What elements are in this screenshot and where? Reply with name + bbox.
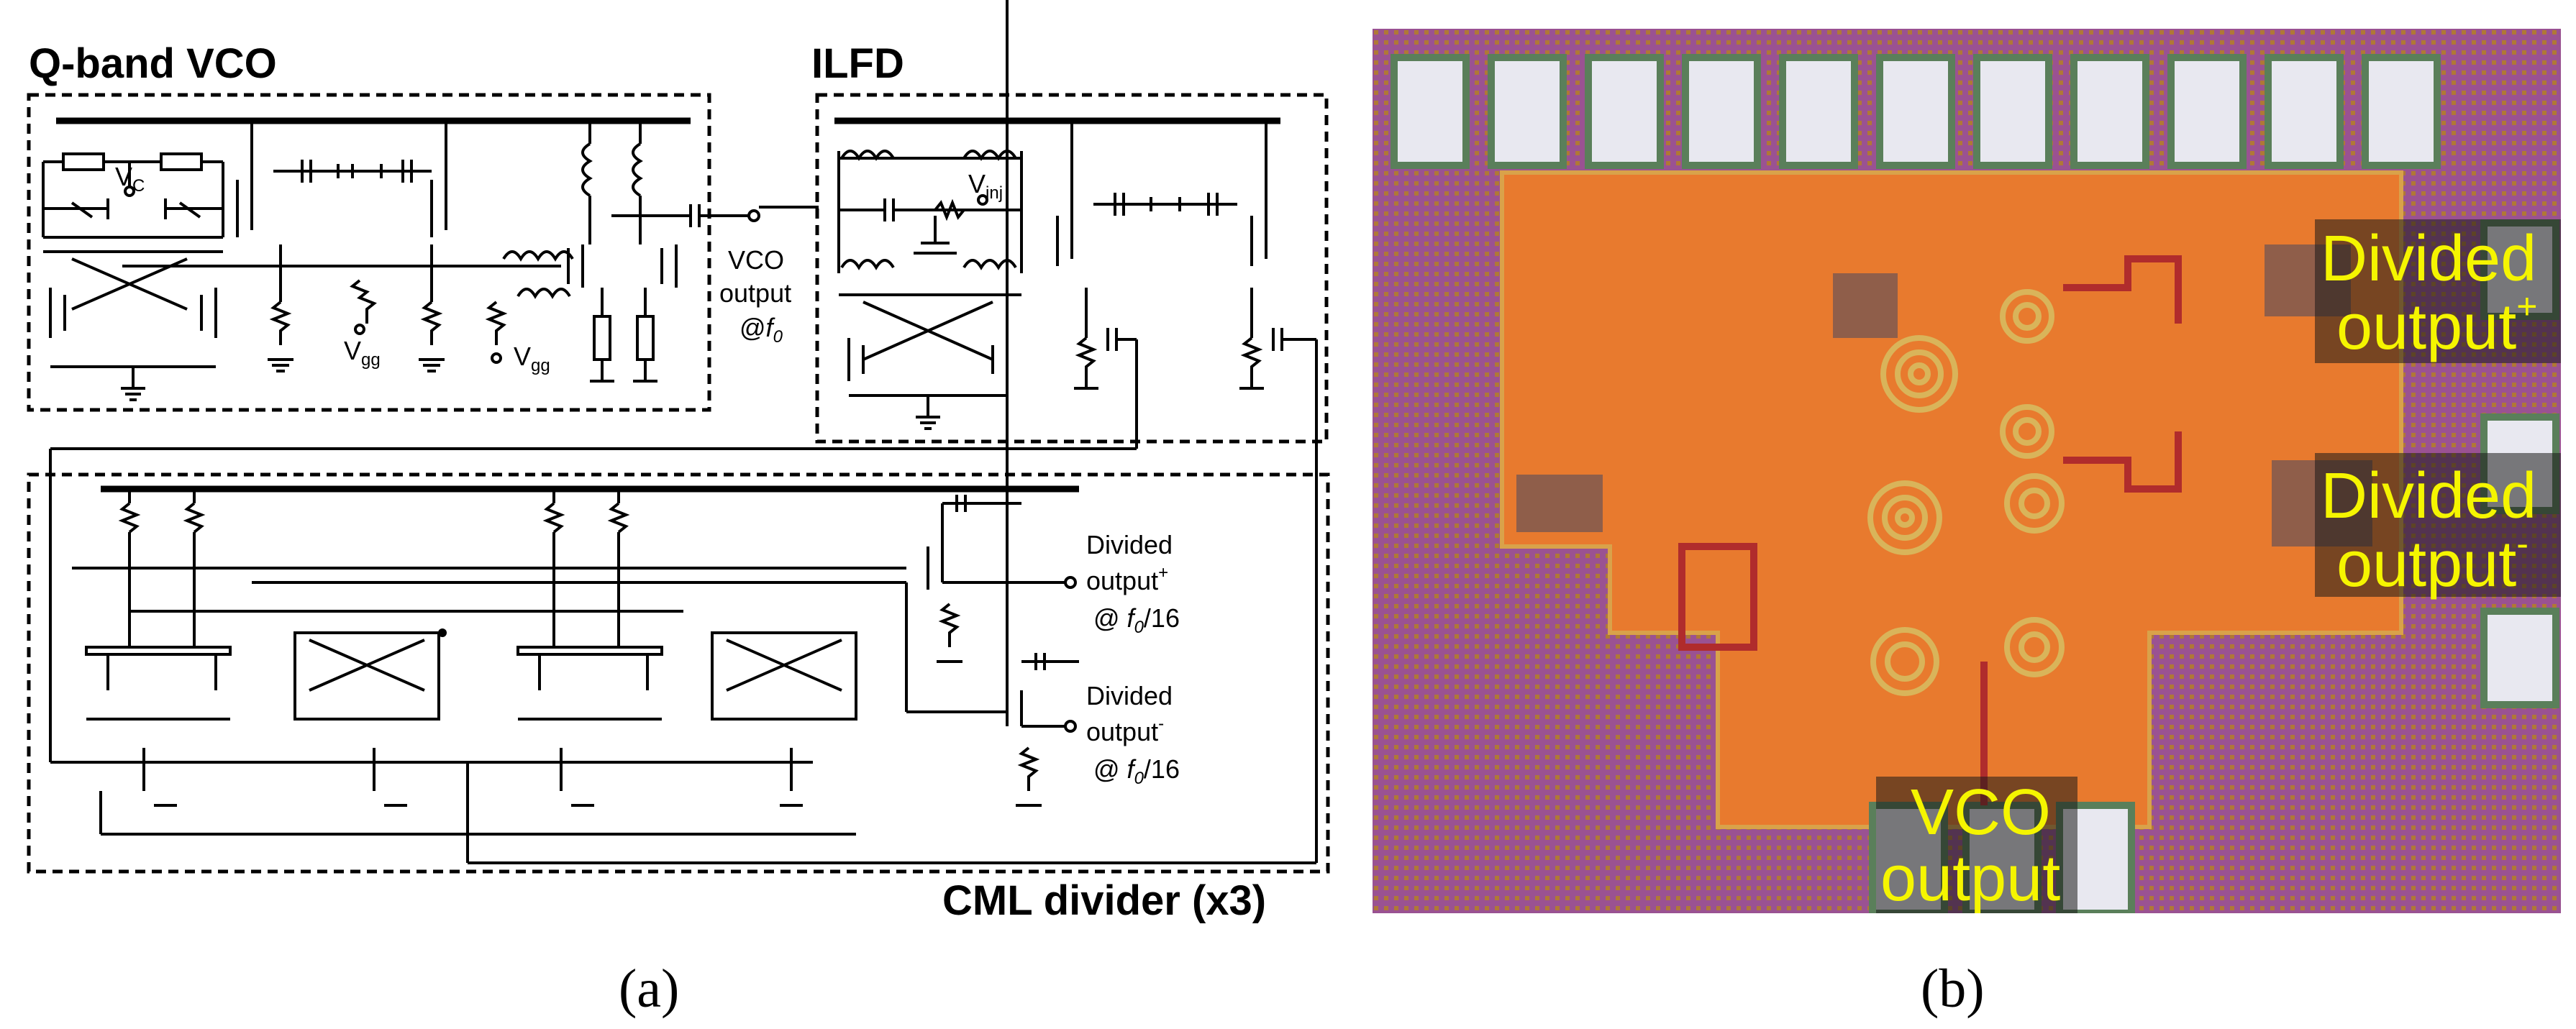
spiral-inductors — [1867, 289, 2065, 696]
ilfd-circuit: Vinj — [834, 117, 1318, 863]
divided-output-minus-label-chip: Divided output- — [2315, 453, 2561, 600]
svg-text:output-: output- — [1086, 714, 1164, 746]
svg-text:VCO: VCO — [1911, 777, 2051, 849]
vgg-label-1: Vgg — [344, 336, 381, 370]
svg-text:@f0: @f0 — [739, 313, 783, 347]
circuit-schematic: Q-band VCO ILFD CML divider (x3) VC — [27, 0, 1330, 1019]
cml-divider-block — [27, 472, 1330, 874]
caption-b: (b) — [1921, 959, 1985, 1019]
block-4 — [1833, 273, 1898, 338]
divided-output-plus-label: Divided output+ @ f0/16 — [1086, 530, 1180, 637]
chip-micrograph: Divided output+ Divided output- VCO outp… — [1373, 29, 2561, 913]
svg-text:output+: output+ — [2336, 286, 2537, 363]
vco-circuit: VC — [42, 117, 819, 401]
svg-text:output: output — [1880, 843, 2060, 913]
svg-text:output: output — [719, 278, 791, 308]
caption-a: (a) — [619, 959, 679, 1019]
svg-text:@ f0/16: @ f0/16 — [1093, 754, 1180, 788]
top-pads — [1391, 54, 2441, 169]
vco-title: Q-band VCO — [29, 40, 277, 87]
svg-text:Divided: Divided — [2321, 460, 2536, 532]
svg-text:output+: output+ — [1086, 563, 1168, 595]
block-1 — [1516, 475, 1603, 532]
ilfd-block — [815, 93, 1329, 444]
cml-divider-title: CML divider (x3) — [942, 877, 1266, 924]
svg-text:VCO: VCO — [728, 245, 784, 275]
vc-label: VC — [115, 162, 145, 196]
divided-output-minus-label: Divided output- @ f0/16 — [1086, 681, 1180, 788]
vco-output-label: VCO output @f0 — [719, 245, 791, 347]
svg-text:Divided: Divided — [2321, 223, 2536, 295]
caption-b-wrapper: (b) — [1921, 959, 1985, 1019]
svg-text:Divided: Divided — [1086, 530, 1173, 559]
svg-text:@ f0/16: @ f0/16 — [1093, 603, 1180, 637]
vco-output-label-chip: VCO output — [1876, 777, 2077, 913]
svg-text:Divided: Divided — [1086, 681, 1173, 710]
cml-divider-circuit — [49, 0, 1316, 864]
vco-block — [27, 93, 711, 412]
ilfd-title: ILFD — [811, 40, 904, 87]
vgg-label-2: Vgg — [514, 342, 550, 375]
svg-text:output-: output- — [2336, 523, 2529, 600]
divided-output-plus-label-chip: Divided output+ — [2315, 219, 2561, 363]
vinj-label: Vinj — [968, 169, 1003, 203]
